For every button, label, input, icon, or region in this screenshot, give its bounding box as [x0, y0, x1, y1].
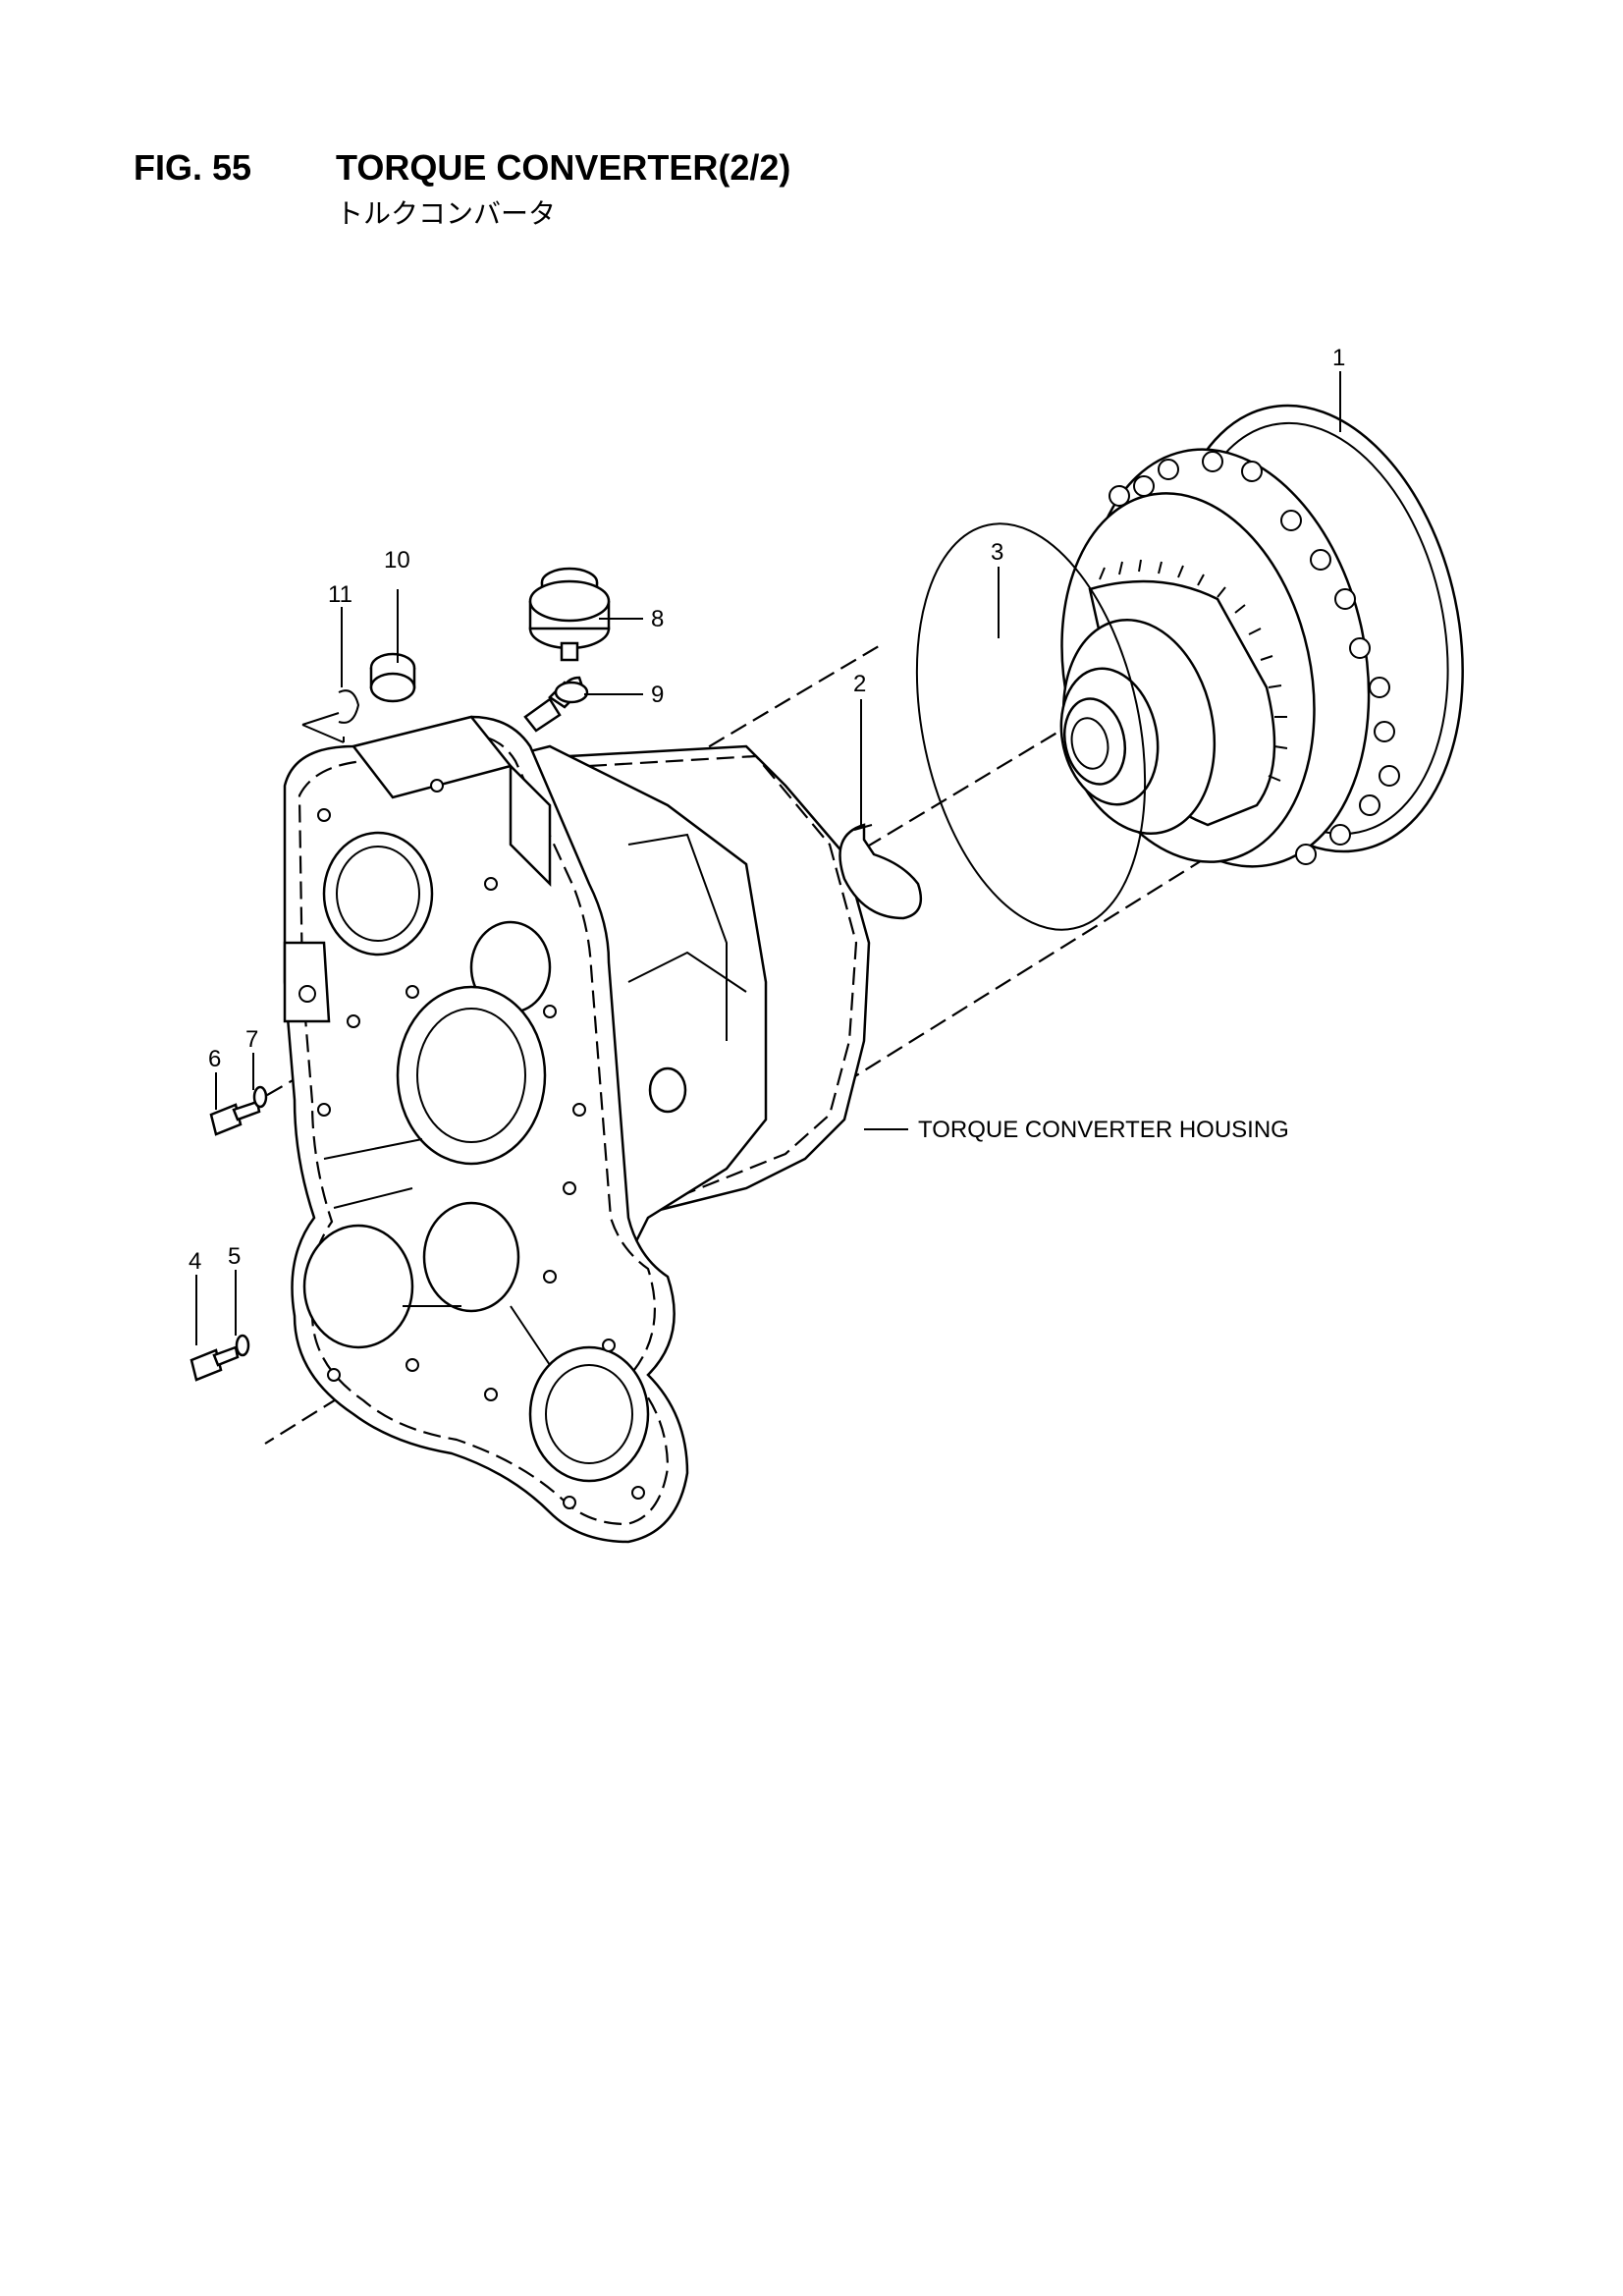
washer-upper: [252, 1085, 268, 1109]
breather: [528, 567, 611, 662]
callout-4: 4: [189, 1248, 201, 1275]
plug: [369, 652, 416, 703]
bolt-lower: [189, 1345, 240, 1382]
figure-number: FIG. 55: [134, 147, 252, 188]
callout-1: 1: [1332, 345, 1345, 371]
callout-6: 6: [208, 1046, 221, 1072]
callout-10: 10: [384, 547, 410, 574]
converter-bolt-ring: [1109, 451, 1400, 865]
bolt-upper: [209, 1100, 261, 1136]
figure-subtitle: トルクコンバータ: [336, 198, 557, 229]
callout-leaders: [195, 371, 1341, 1345]
washer-lower: [235, 1334, 250, 1357]
plate-bolt-holes: [317, 779, 645, 1509]
callout-3: 3: [991, 539, 1003, 566]
snap-ring: [839, 823, 923, 920]
torque-converter-assembly: [1059, 404, 1464, 868]
figure-title: TORQUE CONVERTER(2/2): [336, 147, 791, 188]
housing-label: TORQUE CONVERTER HOUSING: [918, 1117, 1289, 1143]
callout-5: 5: [228, 1243, 241, 1270]
o-ring: [915, 522, 1147, 931]
elbow-fitting: [523, 676, 589, 733]
callout-11: 11: [328, 581, 352, 608]
callout-labels: 1 2 3 4 5 6 7 8 9 10 11 TORQUE CONVERTER…: [189, 345, 1345, 1275]
callout-8: 8: [651, 606, 664, 632]
callout-9: 9: [651, 682, 664, 708]
callout-2: 2: [853, 671, 866, 697]
torque-converter-housing: [283, 715, 871, 1544]
callout-7: 7: [245, 1026, 258, 1053]
small-o-ring: [338, 689, 360, 724]
